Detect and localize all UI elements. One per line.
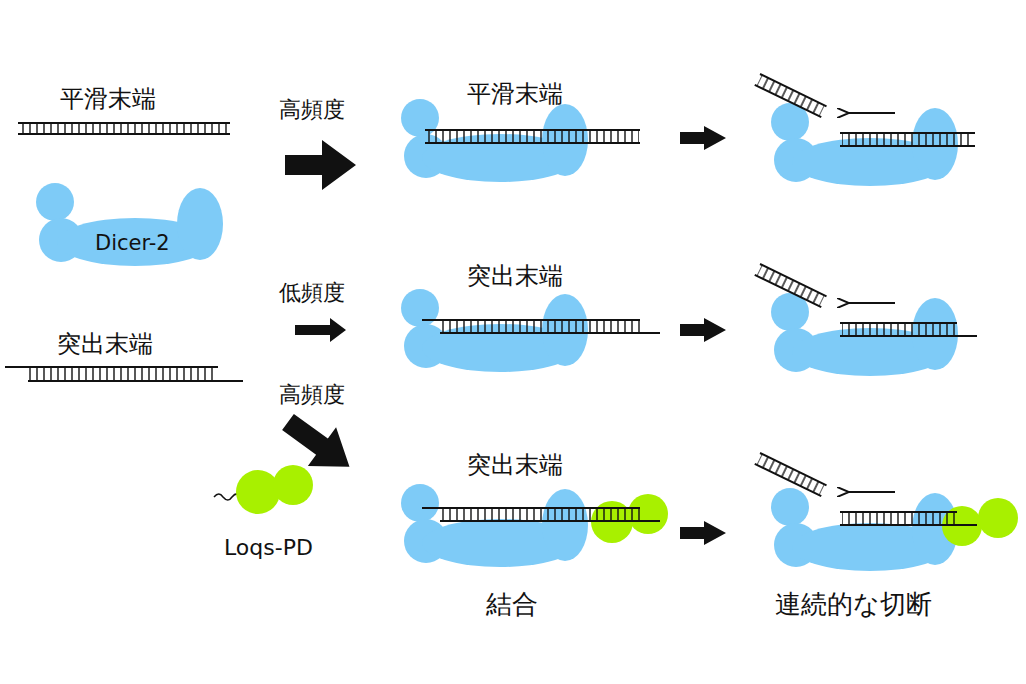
complex-blunt — [401, 99, 640, 182]
dsrna-overhang — [5, 367, 243, 381]
complex-overhang — [401, 289, 660, 372]
end-type-label: 突出末端 — [467, 263, 563, 291]
cleavage-overhang — [755, 264, 977, 376]
loqs-pd-shape — [214, 465, 313, 514]
end-type-label: 平滑末端 — [60, 86, 156, 114]
protein-dicer: Dicer-2 — [91, 229, 174, 257]
protein-name: Dicer-2 — [95, 231, 170, 255]
frequency-label: 高頻度 — [279, 97, 345, 122]
end-type-label: 突出末端 — [467, 452, 563, 480]
dicer-shape — [36, 183, 223, 266]
frequency-label: 高頻度 — [279, 382, 345, 407]
cleavage-overhang-loqs — [755, 453, 1018, 571]
step-label: 連続的な切断 — [775, 590, 932, 620]
arrow-high — [274, 403, 364, 487]
cleavage-blunt — [755, 74, 975, 186]
arrow-step — [680, 521, 726, 545]
arrow-step — [680, 318, 726, 342]
end-type-label: 突出末端 — [57, 331, 153, 359]
complex-overhang-loqs — [401, 484, 668, 567]
end-type-label: 平滑末端 — [467, 81, 563, 109]
dsrna-blunt — [18, 123, 230, 134]
protein-loqs: Loqs-PD — [220, 533, 317, 562]
protein-name: Loqs-PD — [224, 535, 313, 560]
frequency-label: 低頻度 — [279, 280, 345, 305]
arrow-step — [680, 126, 726, 150]
step-label: 結合 — [486, 590, 538, 620]
arrow-high — [285, 140, 356, 190]
arrow-low — [295, 318, 346, 342]
